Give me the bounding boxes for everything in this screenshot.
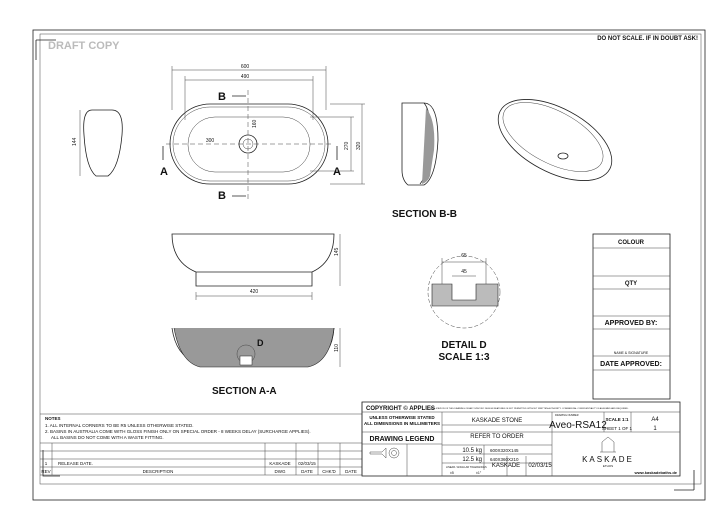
section-bb-title: SECTION B-B — [392, 209, 457, 220]
corner-mark — [42, 450, 60, 477]
detail-d-title: DETAIL D — [441, 340, 486, 351]
units-line-1: UNLESS OTHERWISE STATED — [369, 415, 435, 420]
drawn-by: KASKADE — [492, 463, 520, 469]
note-1: 1. ALL INTERNAL CORNERS TO BE R5 UNLESS … — [45, 423, 194, 428]
website: www.kaskadebaths.de — [633, 470, 677, 475]
detail-d-view: 65 45 DETAIL D SCALE 1:3 — [427, 253, 501, 363]
units-line-2: ALL DIMENSIONS IN MILLIMETERS — [364, 421, 440, 426]
net-weight: 10.5 kg — [462, 448, 482, 454]
material-value: KASKADE STONE — [472, 418, 523, 424]
copyright-label: COPYRIGHT © APPLIES — [366, 405, 435, 412]
brand-name: KASKADE — [582, 455, 634, 464]
dim-side-height: 144 — [72, 137, 78, 146]
dim-detail-inner: 45 — [461, 269, 467, 275]
rev-header: REV — [41, 469, 50, 474]
tolerance-value: ±5 — [450, 471, 454, 475]
revision-table: 1 RELEASE DATE. KASKADE 02/03/15 REV DES… — [40, 402, 363, 476]
chkd-header: CHK'D — [322, 469, 336, 474]
qty-label: QTY — [625, 281, 637, 287]
drawing-number-label: DRAWING NUMBER — [555, 414, 579, 417]
do-not-scale-warning: DO NOT SCALE. IF IN DOUBT ASK! — [597, 36, 698, 42]
section-aa-title: SECTION A-A — [212, 386, 277, 397]
kaskade-logo-icon — [600, 436, 616, 453]
brand-sub: ETHOS — [603, 464, 613, 468]
dim-width: 320 — [356, 141, 362, 150]
inner-frame — [39, 33, 702, 485]
dim-hole-y: 160 — [252, 119, 258, 128]
rev-description: RELEASE DATE. — [58, 461, 93, 466]
notes-title: NOTES — [45, 416, 61, 421]
projection-symbol-icon — [369, 447, 400, 459]
approval-panel: COLOUR QTY APPROVED BY: NAME & SIGNATURE… — [592, 233, 671, 400]
section-b-marker-top: B — [218, 91, 226, 103]
section-a-marker-left: A — [160, 166, 168, 178]
rev-date: 02/03/15 — [298, 461, 316, 466]
corner-mark — [35, 39, 56, 60]
dim-hole-x: 300 — [206, 138, 215, 144]
product-size: 600X320X145 — [490, 448, 519, 453]
drawn-date: 02/03/15 — [528, 463, 552, 469]
paper-size: A4 — [651, 417, 659, 423]
finish-value: REFER TO ORDER — [470, 434, 524, 440]
description-header: DESCRIPTION — [143, 469, 174, 474]
scale-value: SCALE 1:1 — [605, 417, 629, 422]
name-signature-label: NAME & SIGNATURE — [614, 351, 649, 355]
notes-block: NOTES 1. ALL INTERNAL CORNERS TO BE R5 U… — [40, 413, 362, 440]
rev-dwg: KASKADE — [269, 461, 290, 466]
approved-by-label: APPROVED BY: — [605, 320, 658, 327]
isometric-view — [497, 99, 613, 181]
dim-detail-outer: 65 — [461, 253, 467, 259]
note-2: 2. BASINS IN AUSTRALIA COME WITH GLOSS F… — [45, 429, 311, 434]
sheet-value: SHEET 1 OF 1 — [602, 426, 632, 431]
copyright-note: DUPLICATION OF THIS DRAWING OR ANY SPECI… — [430, 407, 629, 410]
date2-header: DATE — [345, 469, 357, 474]
draft-copy-watermark: DRAFT COPY — [48, 40, 120, 52]
revision-number: 1 — [653, 426, 657, 432]
front-view: 420 145 — [171, 233, 341, 300]
title-block: COPYRIGHT © APPLIES DUPLICATION OF THIS … — [361, 401, 681, 477]
dim-inner-width: 270 — [344, 141, 350, 150]
dim-length: 600 — [241, 64, 250, 70]
dwg-header: DWG — [275, 469, 286, 474]
dim-inner-length: 490 — [241, 74, 250, 80]
section-aa-view: D 110 SECTION A-A — [171, 327, 341, 397]
plan-view: 600 490 300 160 270 320 A A B B — [160, 64, 365, 202]
package-size: 640X360X210 — [490, 457, 519, 462]
dim-front-height: 145 — [334, 247, 340, 256]
note-3: ALL BASINS DO NOT COME WITH A WASTE FITT… — [51, 435, 164, 440]
gross-weight: 12.5 kg — [462, 457, 482, 463]
rev-number: 1 — [45, 461, 48, 466]
detail-d-scale: SCALE 1:3 — [438, 352, 490, 363]
section-b-marker-bottom: B — [218, 190, 226, 202]
outer-frame — [32, 29, 706, 501]
colour-label: COLOUR — [618, 240, 645, 246]
dim-depth: 110 — [334, 344, 340, 352]
section-bb-view: SECTION B-B — [392, 102, 457, 220]
date-header: DATE — [301, 469, 313, 474]
corner-mark — [674, 470, 695, 491]
detail-d-marker: D — [257, 338, 264, 348]
tolerance-label: LINEAR / ANGULAR TOLERANCES — [446, 466, 487, 469]
side-view: 144 — [72, 109, 123, 177]
drawing-legend-label: DRAWING LEGEND — [370, 436, 435, 443]
section-a-marker-right: A — [333, 166, 341, 178]
dim-base: 420 — [250, 289, 259, 295]
date-approved-label: DATE APPROVED: — [600, 361, 662, 368]
drawing-number: Aveo-RSA12 — [549, 420, 607, 431]
tolerance-angle: ±1° — [476, 471, 482, 475]
